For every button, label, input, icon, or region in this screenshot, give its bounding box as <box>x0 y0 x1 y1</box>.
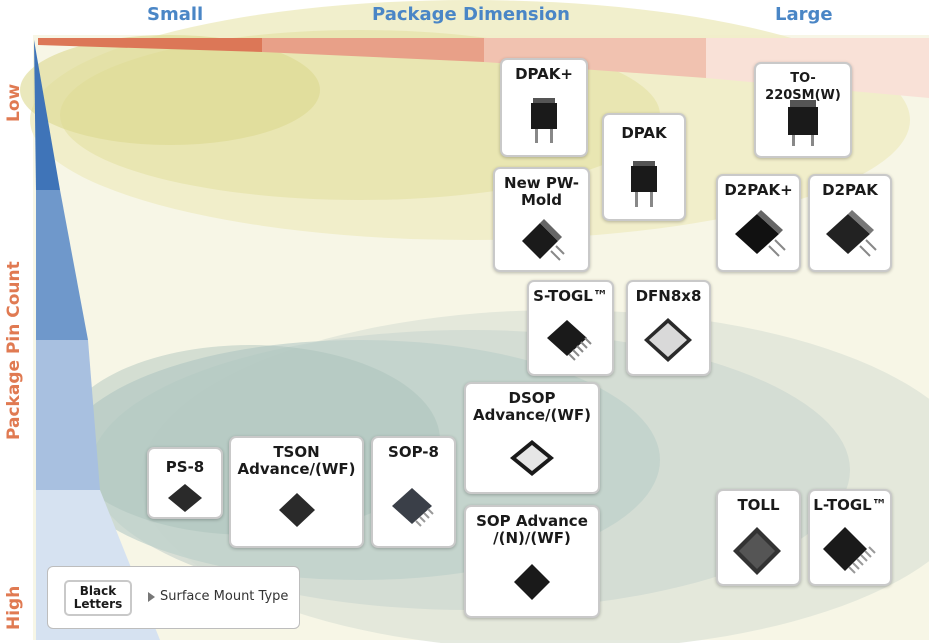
legend: Black Letters Surface Mount Type <box>47 566 300 629</box>
package-label: DPAK <box>621 124 667 142</box>
package-card-dpak-plus[interactable]: DPAK+ <box>500 58 588 157</box>
package-label: DFN8x8 <box>635 287 702 305</box>
dsop-advance-package-icon <box>510 440 554 476</box>
legend-description: Surface Mount Type <box>160 589 289 604</box>
package-label: L-TOGL™ <box>813 496 887 514</box>
package-label: New PW-Mold <box>504 174 579 209</box>
package-label: SOP Advance/(N)/(WF) <box>476 512 588 547</box>
package-card-dfn8x8[interactable]: DFN8x8 <box>626 280 711 376</box>
package-card-to-220sm[interactable]: TO-220SM(W) <box>754 62 852 158</box>
package-card-l-togl[interactable]: L-TOGL™ <box>808 489 892 586</box>
package-label: PS-8 <box>165 458 205 476</box>
ps-8-package-icon <box>168 484 202 512</box>
l-togl-package-icon <box>823 527 876 574</box>
axis-label-pin-count: Package Pin Count <box>4 261 24 440</box>
dpak-plus-package-icon <box>531 98 557 143</box>
package-label: SOP-8 <box>388 443 439 461</box>
package-label: S-TOGL™ <box>533 287 608 305</box>
package-label: TOLL <box>737 496 780 514</box>
d2pak-plus-package-icon <box>734 210 786 257</box>
package-card-sop-advance[interactable]: SOP Advance/(N)/(WF) <box>464 505 600 618</box>
d2pak-package-icon <box>826 210 877 257</box>
package-card-d2pak[interactable]: D2PAK <box>808 174 892 272</box>
package-card-ps-8[interactable]: PS-8 <box>147 447 223 519</box>
legend-arrow-icon <box>148 592 155 602</box>
tson-advance-package-icon <box>278 493 315 527</box>
to-220sm-package-icon <box>788 100 818 146</box>
axis-label-low: Low <box>4 83 24 122</box>
package-label: DPAK+ <box>515 65 573 83</box>
toll-package-icon <box>732 527 781 575</box>
new-pw-mold-package-icon <box>521 219 565 261</box>
legend-chip-line1: Black <box>79 584 117 598</box>
package-card-toll[interactable]: TOLL <box>716 489 801 586</box>
dfn8x8-package-icon <box>643 318 692 362</box>
package-label: D2PAK+ <box>724 181 793 199</box>
legend-chip-line2: Letters <box>73 597 123 611</box>
legend-chip: Black Letters <box>64 580 132 616</box>
s-togl-package-icon <box>546 320 592 361</box>
axis-label-high: High <box>4 585 24 630</box>
package-card-sop-8[interactable]: SOP-8 <box>371 436 456 548</box>
sop-advance-package-icon <box>514 564 550 600</box>
header-small: Small <box>147 4 204 25</box>
package-card-new-pw-mold[interactable]: New PW-Mold <box>493 167 590 272</box>
dpak-package-icon <box>631 161 657 207</box>
package-card-dpak[interactable]: DPAK <box>602 113 686 221</box>
header-package-dimension: Package Dimension <box>372 4 570 25</box>
package-card-s-togl[interactable]: S-TOGL™ <box>527 280 614 376</box>
sop-8-package-icon <box>391 488 434 527</box>
package-card-d2pak-plus[interactable]: D2PAK+ <box>716 174 801 272</box>
package-label: D2PAK <box>822 181 878 199</box>
package-label: TO-220SM(W) <box>765 71 841 103</box>
header-large: Large <box>775 4 833 25</box>
